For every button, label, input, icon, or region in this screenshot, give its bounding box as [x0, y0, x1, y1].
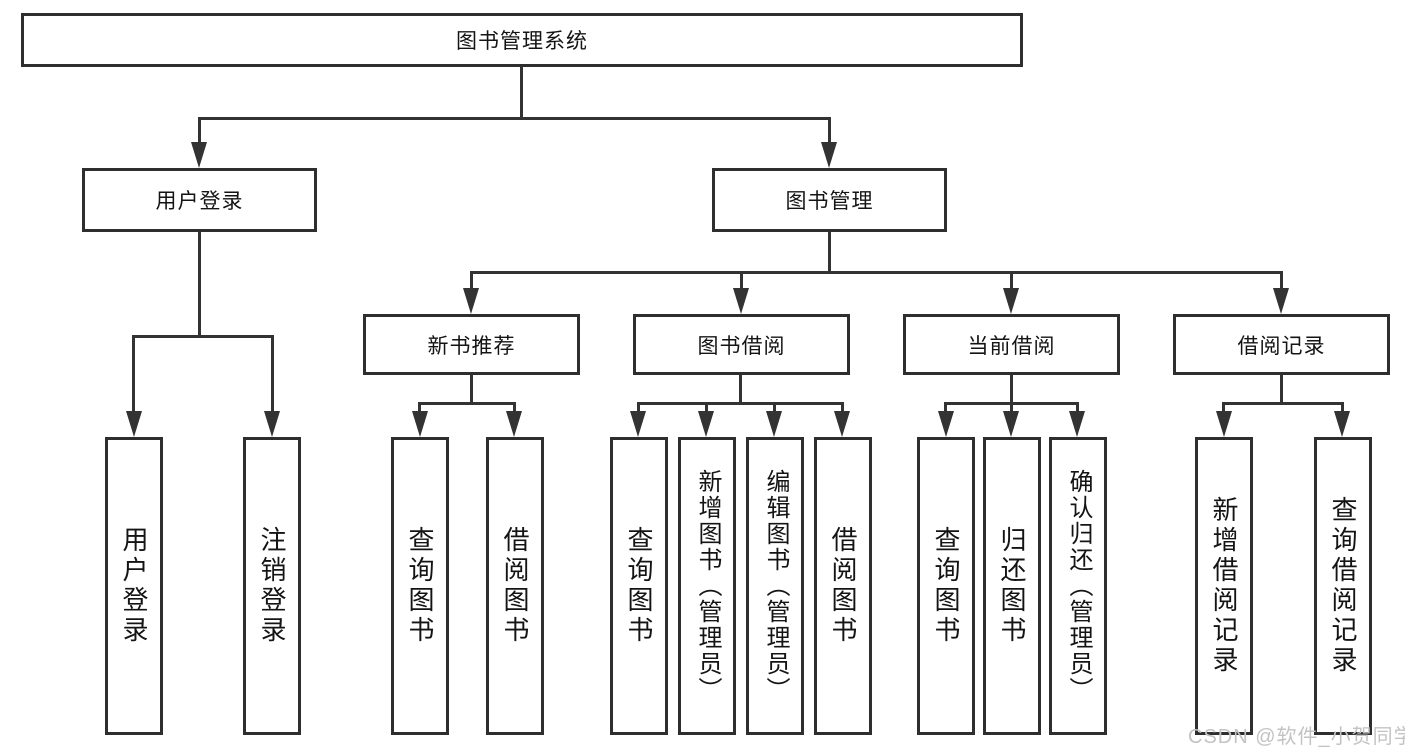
leaf-logout-login: 注销登录 [243, 437, 301, 735]
connector-book-management-stub [828, 117, 831, 143]
leaf-edit-books-admin: 编辑图书（管理员） [746, 437, 804, 735]
leaf-confirm-return-admin: 确认归还（管理员） [1049, 437, 1107, 735]
arrow-down-icon [733, 288, 749, 314]
leaf-add-borrow-record: 新增借阅记录 [1195, 437, 1253, 735]
connector-borrowing-records-stub [1280, 271, 1283, 290]
node-borrowing-records-label: 借阅记录 [1237, 334, 1326, 358]
arrow-down-icon [821, 142, 837, 168]
node-book-borrowing-label: 图书借阅 [697, 334, 786, 358]
connector-root-stem [520, 66, 523, 119]
connector-level2-rail [198, 117, 831, 120]
leaf-query-borrow-record: 查询借阅记录 [1314, 437, 1372, 735]
arrow-down-icon [1003, 288, 1019, 314]
connector-current-borrowing-stub [1010, 271, 1013, 290]
node-new-book-recommendation: 新书推荐 [363, 314, 580, 375]
node-borrowing-records: 借阅记录 [1173, 314, 1390, 375]
node-user-login-label: 用户登录 [155, 190, 244, 213]
connector-new-book-rail [418, 402, 516, 405]
leaf-query-books-recommend: 查询图书 [391, 437, 449, 735]
leaf-label: 用户登录 [119, 526, 149, 646]
leaf-label: 查询图书 [624, 526, 654, 646]
leaf-borrow-books-recommend: 借阅图书 [486, 437, 544, 735]
leaf-label: 借阅图书 [500, 526, 530, 646]
node-current-borrowing: 当前借阅 [903, 314, 1120, 375]
connector-user-login-stub [198, 117, 201, 143]
connector-leaf-stub [705, 402, 708, 413]
connector-book-borrowing-stub [740, 271, 743, 290]
arrow-down-icon [506, 411, 522, 437]
leaf-label: 查询图书 [405, 526, 435, 646]
connector-leaf-stub [637, 402, 640, 413]
connector-level3-rail [470, 271, 1283, 274]
arrow-down-icon [834, 411, 850, 437]
connector-leaf-stub [841, 402, 844, 413]
leaf-label: 查询图书 [931, 526, 961, 646]
node-book-management-label: 图书管理 [785, 190, 874, 213]
leaf-label: 编辑图书（管理员） [762, 469, 789, 703]
arrow-down-icon [191, 142, 207, 168]
leaf-label: 确认归还（管理员） [1065, 469, 1092, 703]
node-book-borrowing: 图书借阅 [633, 314, 850, 375]
connector-leaf-stub [1076, 402, 1079, 413]
connector-leaf-stub [1222, 402, 1225, 413]
connector-user-login-stem [198, 232, 201, 338]
connector-user-login-rail [132, 335, 274, 338]
connector-leaf-stub [1341, 402, 1344, 413]
connector-leaf-stub [1010, 402, 1013, 413]
arrow-down-icon [264, 411, 280, 437]
node-root-label: 图书管理系统 [456, 30, 588, 53]
connector-current-borrowing-stem [1010, 375, 1013, 405]
leaf-label: 借阅图书 [828, 526, 858, 646]
connector-borrowing-records-rail [1222, 402, 1343, 405]
connector-leaf-stub [513, 402, 516, 413]
arrow-down-icon [1334, 411, 1350, 437]
leaf-query-books-current: 查询图书 [917, 437, 975, 735]
arrow-down-icon [766, 411, 782, 437]
arrow-down-icon [1273, 288, 1289, 314]
connector-leaf-stub [773, 402, 776, 413]
leaf-label: 归还图书 [997, 526, 1027, 646]
connector-borrowing-records-stem [1280, 375, 1283, 405]
leaf-label: 新增借阅记录 [1209, 496, 1239, 676]
arrow-down-icon [1003, 411, 1019, 437]
node-new-book-recommendation-label: 新书推荐 [427, 334, 516, 358]
node-root: 图书管理系统 [21, 13, 1023, 67]
leaf-return-books: 归还图书 [983, 437, 1041, 735]
connector-leaf-stub [271, 335, 274, 413]
leaf-label: 注销登录 [257, 526, 287, 646]
arrow-down-icon [1216, 411, 1232, 437]
arrow-down-icon [630, 411, 646, 437]
arrow-down-icon [1069, 411, 1085, 437]
leaf-user-login: 用户登录 [105, 437, 163, 735]
connector-book-borrowing-rail [637, 402, 844, 405]
leaf-label: 查询借阅记录 [1328, 496, 1358, 676]
arrow-down-icon [463, 288, 479, 314]
node-book-management: 图书管理 [712, 168, 947, 232]
leaf-add-books-admin: 新增图书（管理员） [678, 437, 736, 735]
arrow-down-icon [938, 411, 954, 437]
arrow-down-icon [412, 411, 428, 437]
connector-leaf-stub [132, 335, 135, 413]
csdn-watermark: CSDN @软件_小贺同学 [1188, 726, 1405, 747]
arrow-down-icon [126, 411, 142, 437]
leaf-borrow-books-borrowing: 借阅图书 [814, 437, 872, 735]
connector-book-management-stem [828, 232, 831, 274]
leaf-label: 新增图书（管理员） [694, 469, 721, 703]
node-user-login: 用户登录 [82, 168, 317, 232]
arrow-down-icon [698, 411, 714, 437]
leaf-query-books-borrowing: 查询图书 [610, 437, 668, 735]
connector-book-borrowing-stem [739, 375, 742, 405]
connector-leaf-stub [944, 402, 947, 413]
node-current-borrowing-label: 当前借阅 [967, 334, 1056, 358]
connector-new-book-stub [470, 271, 473, 290]
connector-leaf-stub [418, 402, 421, 413]
connector-new-book-stem [470, 375, 473, 405]
